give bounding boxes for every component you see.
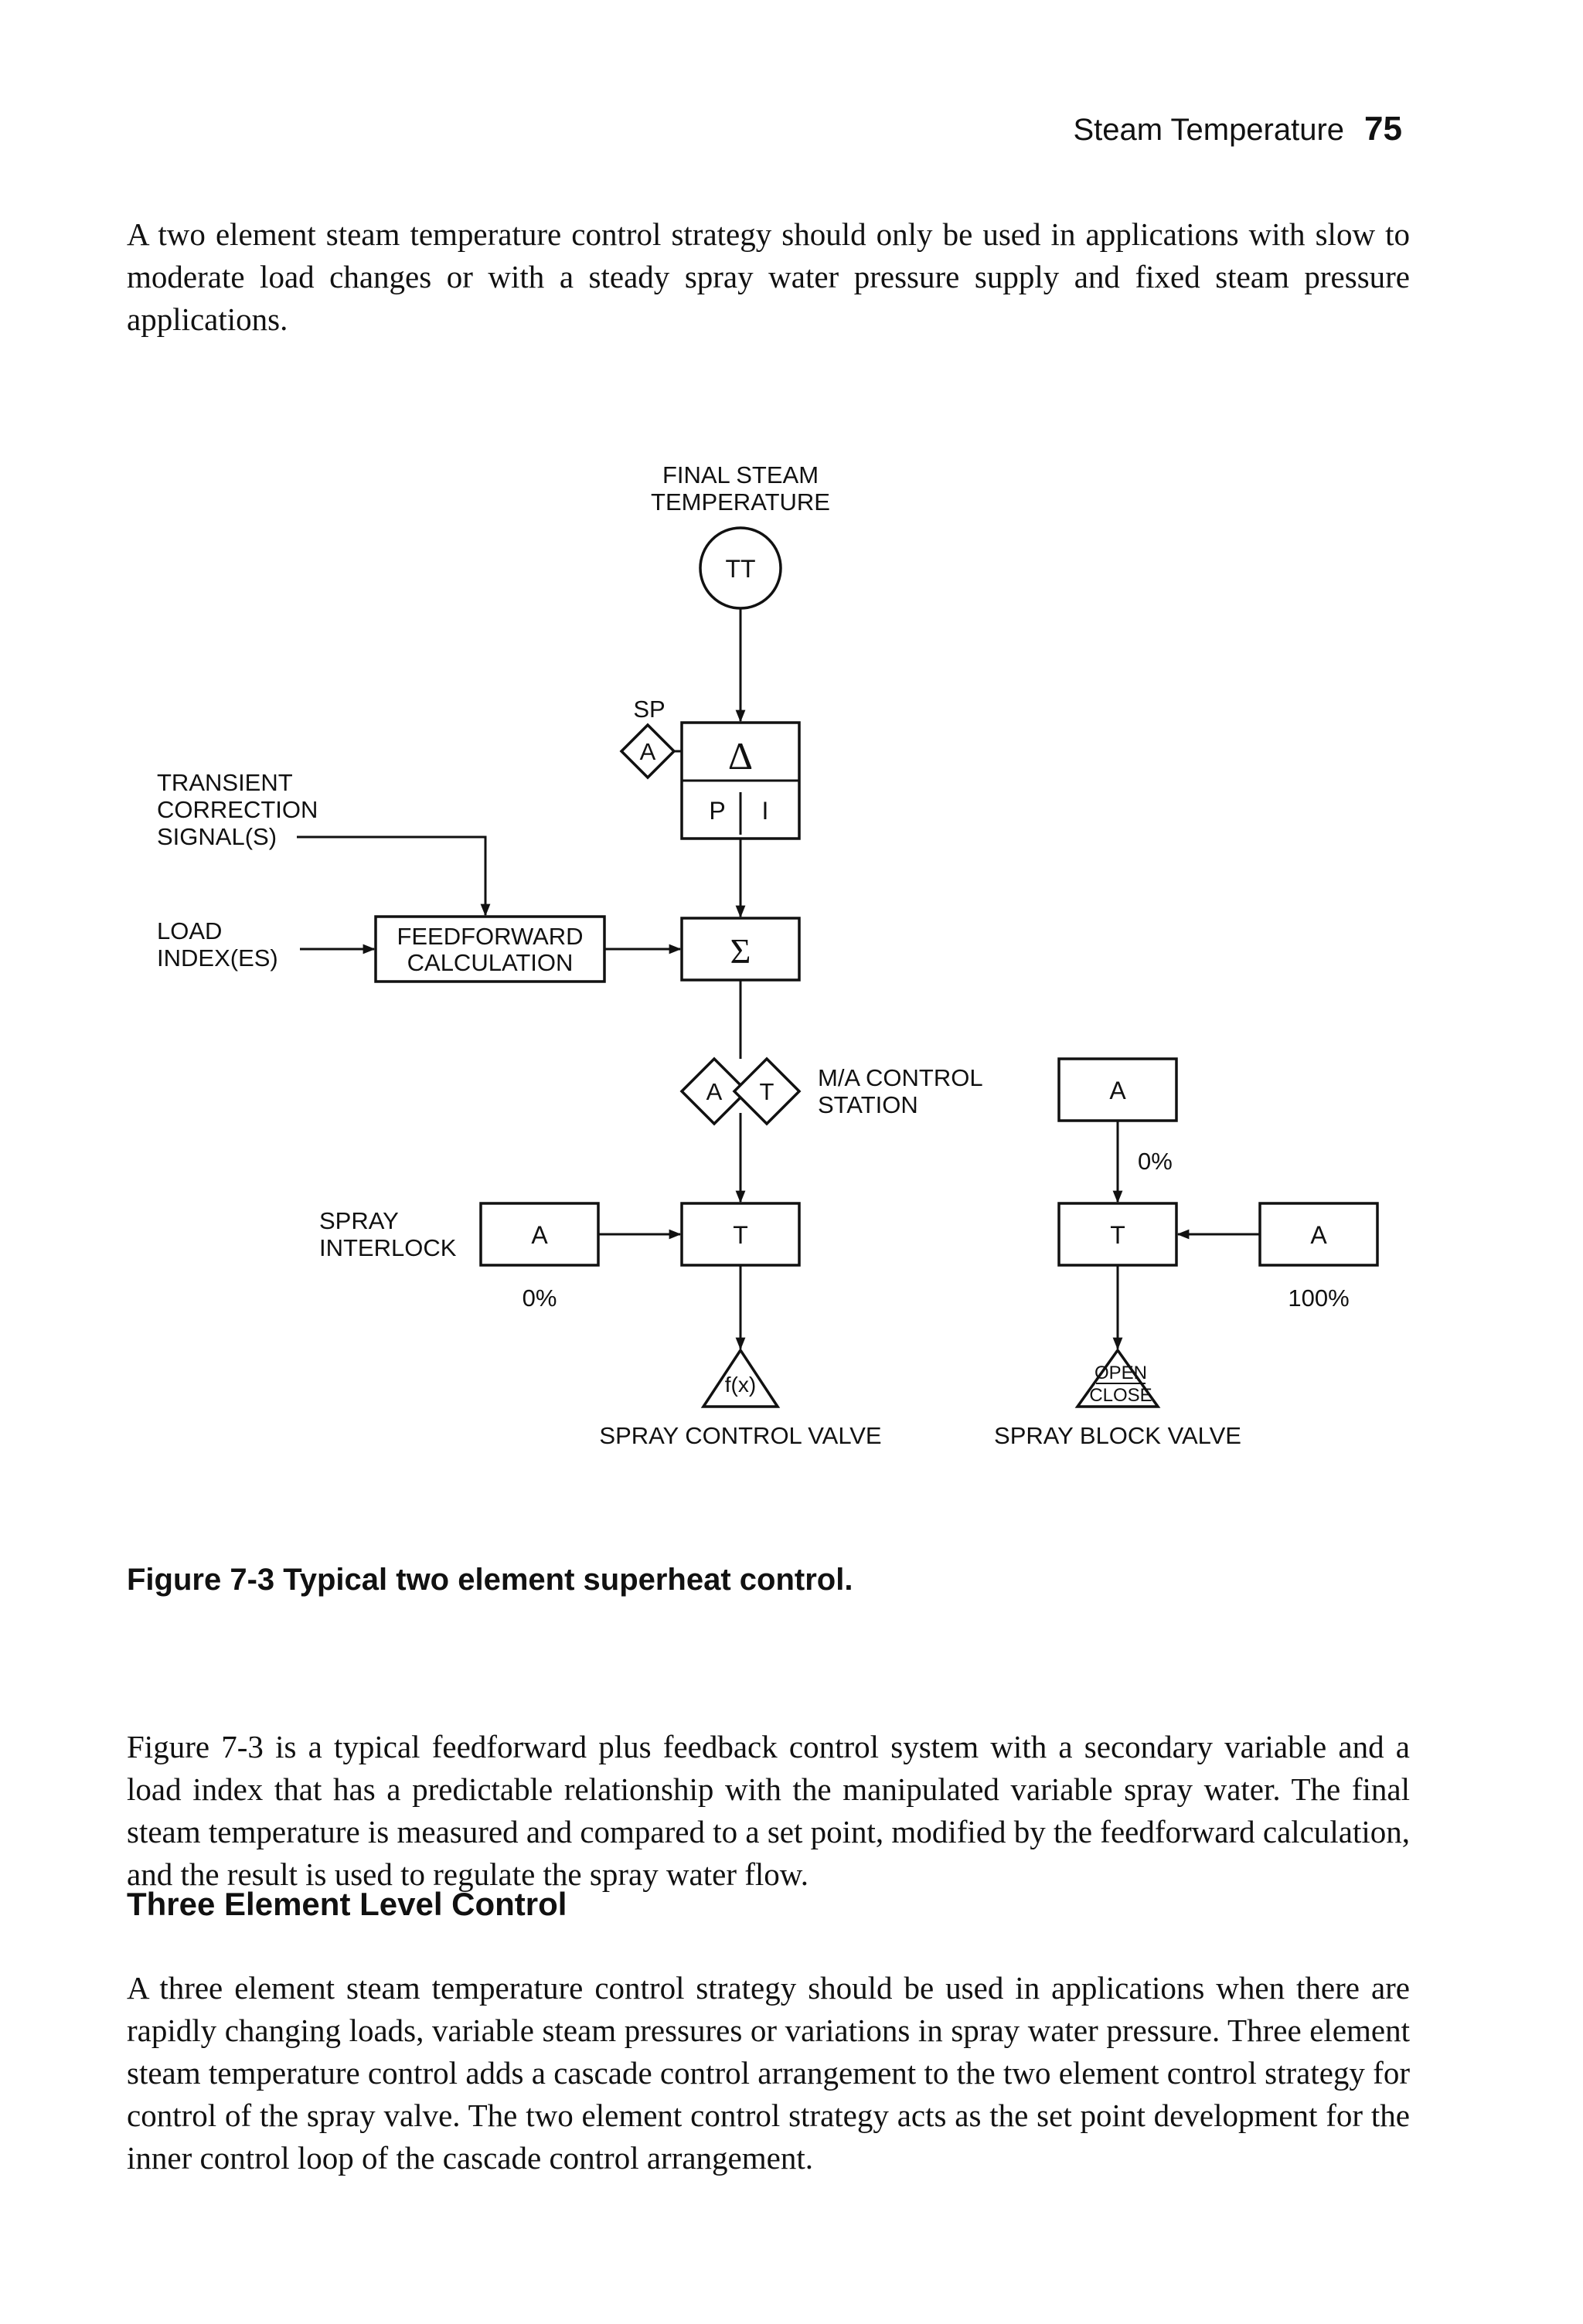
ma-station-label-2: STATION (818, 1091, 918, 1118)
final-steam-label-2: TEMPERATURE (651, 488, 830, 515)
transmitter-label: TT (725, 555, 755, 583)
summer-block (680, 917, 801, 982)
interlock-analog-block (479, 1202, 600, 1267)
transient-label-1: TRANSIENT (157, 769, 293, 796)
feedforward-calculation-block (374, 915, 606, 983)
spray-interlock-label-2: INTERLOCK (319, 1234, 457, 1261)
block-analog-top-label: A (1109, 1077, 1126, 1104)
feedforward-label-1: FEEDFORWARD (397, 923, 583, 950)
control-diagram: FINAL STEAM TEMPERATURE TT SP A Δ P I TR… (157, 461, 1379, 1449)
load-label-2: INDEX(ES) (157, 944, 278, 971)
block-zero-label: 0% (1138, 1148, 1173, 1175)
load-label-1: LOAD (157, 917, 222, 944)
close-label: CLOSE (1089, 1385, 1152, 1406)
running-head: Steam Temperature 75 (1074, 110, 1403, 148)
integral-label: I (762, 797, 769, 825)
open-label: OPEN (1094, 1363, 1147, 1383)
block-hundred-label: 100% (1288, 1284, 1349, 1312)
feedforward-label-2: CALCULATION (407, 949, 574, 976)
final-steam-label-1: FINAL STEAM (662, 461, 819, 488)
spray-control-valve-symbol (700, 1347, 781, 1408)
setpoint-label: SP (633, 696, 665, 723)
paragraph-figure-description: Figure 7-3 is a typical feedforward plus… (127, 1729, 1410, 1892)
transient-label-2: CORRECTION (157, 796, 318, 823)
ma-transfer-label: T (760, 1078, 774, 1105)
delta-symbol: Δ (728, 734, 753, 778)
spray-control-valve-label: SPRAY CONTROL VALVE (599, 1422, 881, 1449)
spray-transfer-label: T (733, 1221, 748, 1249)
ma-station-label-1: M/A CONTROL (818, 1064, 983, 1091)
interlock-zero-label: 0% (523, 1284, 557, 1312)
figure-caption: Figure 7-3 Typical two element superheat… (127, 1563, 853, 1597)
running-title: Steam Temperature (1073, 113, 1345, 147)
proportional-label: P (709, 797, 725, 825)
paragraph-intro: A two element steam temperature control … (127, 216, 1410, 337)
spray-interlock-label-1: SPRAY (319, 1207, 399, 1234)
sigma-symbol: Σ (730, 931, 751, 971)
setpoint-diamond-label: A (640, 738, 656, 765)
section-heading: Three Element Level Control (127, 1886, 567, 1922)
block-analog-right-label: A (1310, 1221, 1327, 1249)
paragraph-three-element: A three element steam temperature contro… (127, 1970, 1410, 2176)
interlock-analog-label: A (531, 1221, 548, 1249)
block-analog-right-block (1258, 1202, 1379, 1267)
page-number: 75 (1364, 110, 1402, 148)
transient-label-3: SIGNAL(S) (157, 823, 277, 850)
block-transfer-label: T (1110, 1221, 1125, 1249)
fx-label: f(x) (725, 1373, 756, 1397)
line-transient-to-feedforward (297, 835, 491, 917)
ma-auto-label: A (706, 1078, 723, 1105)
spray-block-valve-symbol (1074, 1347, 1161, 1408)
ma-station-transfer-diamond (732, 1057, 802, 1126)
setpoint-diamond (619, 723, 676, 780)
spray-block-valve-label: SPRAY BLOCK VALVE (994, 1422, 1241, 1449)
